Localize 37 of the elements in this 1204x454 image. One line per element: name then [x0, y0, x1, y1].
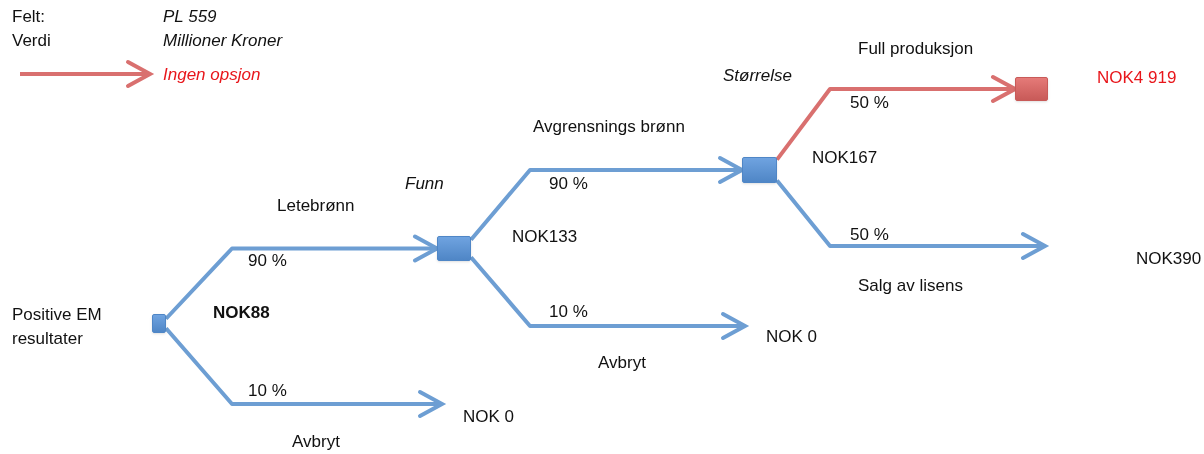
outcome-value: NOK390 — [1136, 248, 1202, 270]
arrow — [775, 179, 1047, 260]
node-caption: Positive EM resultater — [12, 304, 103, 350]
edge-label: 90 % — [549, 173, 588, 195]
branch-label: Avbryt — [292, 431, 340, 453]
edge-label: 10 % — [248, 380, 287, 402]
branch-label: Letebrønn — [277, 195, 355, 217]
field-label: Felt: — [12, 6, 46, 28]
decision-box — [742, 157, 777, 183]
value-text: NOK167 — [812, 147, 878, 169]
node-caption: Funn — [405, 173, 444, 195]
value-text: NOK88 — [213, 302, 270, 324]
field-label: Verdi — [12, 30, 51, 52]
outcome-value: NOK 0 — [766, 326, 818, 348]
arrow — [469, 255, 747, 340]
edge-label: 50 % — [850, 224, 889, 246]
edge-label: 90 % — [248, 250, 287, 272]
outcome-value: NOK 0 — [463, 406, 515, 428]
arrow — [469, 156, 744, 242]
field-value: PL 559 — [163, 6, 217, 28]
arrow — [164, 234, 439, 321]
value-text: NOK4 919 — [1097, 67, 1177, 89]
branch-label: Full produksjon — [858, 38, 974, 60]
decision-box — [437, 236, 471, 261]
field-value: Millioner Kroner — [163, 30, 283, 52]
arrow — [775, 75, 1017, 161]
legend-text: Ingen opsjon — [163, 64, 261, 86]
arrow — [164, 326, 444, 418]
branch-label: Avbryt — [598, 352, 646, 374]
decision-box — [1015, 77, 1048, 101]
branch-label: Avgrensnings brønn — [533, 116, 685, 138]
edge-label: 10 % — [549, 301, 588, 323]
branch-label: Salg av lisens — [858, 275, 963, 297]
branch-caption: Størrelse — [723, 65, 792, 87]
value-text: NOK133 — [512, 226, 578, 248]
edge-label: 50 % — [850, 92, 889, 114]
decision-box — [152, 314, 166, 333]
